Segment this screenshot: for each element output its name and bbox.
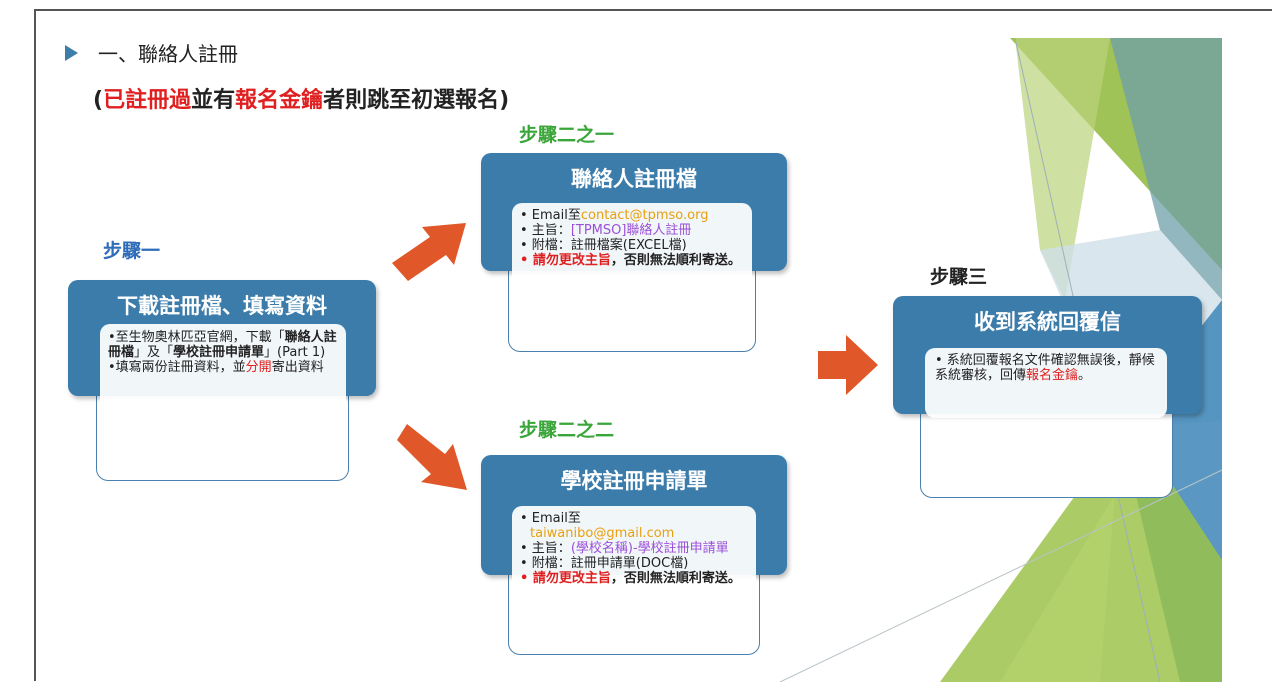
step2a-attachment: • 附檔：註冊檔案(EXCEL檔) <box>520 238 687 253</box>
step2b-email: taiwanibo@gmail.com <box>530 526 675 541</box>
deco-facet-3 <box>1110 38 1222 300</box>
step2b-body: • Email至 taiwanibo@gmail.com • 主旨：(學校名稱)… <box>512 506 756 650</box>
deco-line-2 <box>779 469 1223 682</box>
step2b-title: 學校註冊申請單 <box>560 469 708 493</box>
arrow-to-step2a <box>392 223 466 281</box>
note-registered: 已註冊過 <box>103 88 192 113</box>
note-rest: 者則跳至初選報名) <box>323 88 510 113</box>
step2a-warning: • 請勿更改主旨，否則無法順利寄送。 <box>520 253 741 268</box>
step1-label: 步驟一 <box>103 240 161 262</box>
step2a-email: • Email至contact@tpmso.org <box>520 208 709 223</box>
step3-text: • 系統回覆報名文件確認無誤後，靜候系統審核，回傳報名金鑰。 <box>935 353 1155 383</box>
step2a-label: 步驟二之一 <box>519 124 615 146</box>
arrow-to-step3 <box>818 335 878 395</box>
note-open: ( <box>93 88 104 113</box>
step3-body: • 系統回覆報名文件確認無誤後，靜候系統審核，回傳報名金鑰。 <box>925 348 1167 418</box>
step2b-subject: • 主旨：(學校名稱)-學校註冊申請單 <box>520 541 729 556</box>
registered-note: (已註冊過並有報名金鑰者則跳至初選報名) <box>93 82 509 114</box>
deco-facet-2 <box>1015 38 1110 300</box>
bullet-triangle-icon <box>65 44 78 61</box>
step2b-warning: • 請勿更改主旨，否則無法順利寄送。 <box>520 571 741 586</box>
step1-title: 下載註冊檔、填寫資料 <box>117 294 327 318</box>
step2b-attachment: • 附檔：註冊申請單(DOC檔) <box>520 556 689 571</box>
step1-bullet-fill: •填寫兩份註冊資料，並分開寄出資料 <box>108 360 324 375</box>
slide-frame <box>34 9 1272 681</box>
step1-bullet-download: •至生物奧林匹亞官網，下載「聯絡人註冊檔」及「學校註冊申請單」(Part 1) <box>108 330 337 360</box>
note-key: 報名金鑰 <box>235 88 324 113</box>
heading-text: 一、聯絡人註冊 <box>98 42 238 66</box>
arrow-to-step2b <box>397 424 467 490</box>
deco-facet-7 <box>1000 470 1180 682</box>
step3-label: 步驟三 <box>930 266 988 288</box>
step2a-title: 聯絡人註冊檔 <box>571 167 697 191</box>
step2b-email-label: • Email至 <box>520 511 581 526</box>
note-and: 並有 <box>191 88 236 113</box>
step2a-subject: • 主旨：[TPMSO]聯絡人註冊 <box>520 223 692 238</box>
step2b-label: 步驟二之二 <box>519 419 615 441</box>
step2a-body: • Email至contact@tpmso.org • 主旨：[TPMSO]聯絡… <box>512 203 752 311</box>
section-heading: 一、聯絡人註冊 <box>65 38 238 67</box>
step3-title: 收到系統回覆信 <box>974 310 1121 334</box>
step1-body: •至生物奧林匹亞官網，下載「聯絡人註冊檔」及「學校註冊申請單」(Part 1) … <box>100 324 346 414</box>
